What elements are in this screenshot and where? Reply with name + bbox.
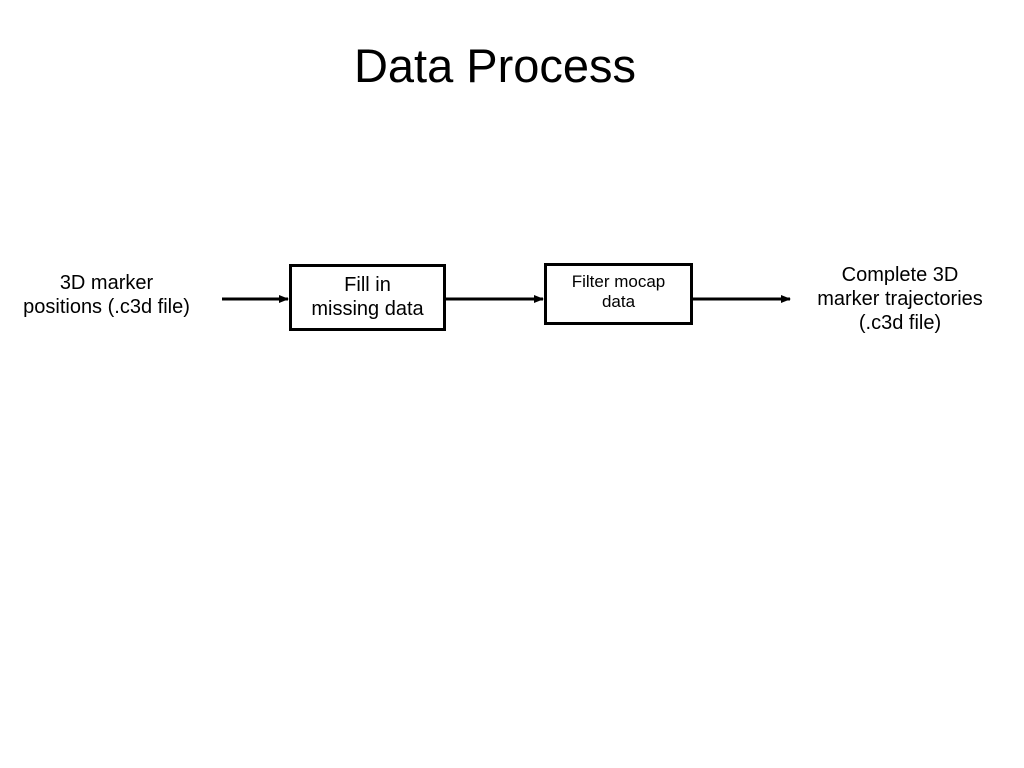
fill-missing-data-label: Fill in missing data <box>292 273 443 321</box>
fill-missing-data-box: Fill in missing data <box>289 264 446 331</box>
output-label-line: marker trajectories <box>817 288 983 310</box>
slide-title: Data Process <box>353 39 637 92</box>
filter-mocap-data-label: Filter mocap data <box>547 272 690 312</box>
box-label-line: Fill in <box>344 274 391 296</box>
output-label-line: Complete 3D <box>841 264 959 286</box>
input-label-line: 3D marker <box>59 272 154 294</box>
box-label-line: missing data <box>311 298 424 320</box>
filter-mocap-data-box: Filter mocap data <box>544 263 693 325</box>
input-node-label: 3D marker positions (.c3d file) <box>5 271 208 319</box>
output-label-line: (.c3d file) <box>858 312 942 334</box>
box-label-line: Filter mocap <box>571 272 666 291</box>
box-label-line: data <box>601 292 636 311</box>
output-node-label: Complete 3D marker trajectories (.c3d fi… <box>800 263 1000 335</box>
input-label-line: positions (.c3d file) <box>23 296 190 318</box>
